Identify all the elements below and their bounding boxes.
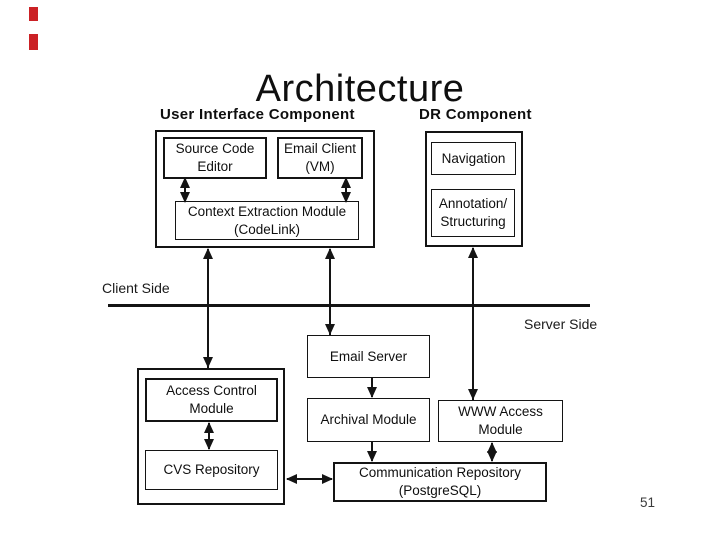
arrow-cvsgroup-commrepo-line <box>287 478 332 480</box>
arrow-www-commrepo-head-down <box>487 451 497 462</box>
www-access-module-label-2: Module <box>478 422 523 437</box>
access-control-label-2: Module <box>189 401 234 416</box>
www-access-module-box: WWW Access Module <box>438 400 563 442</box>
arrow-ui-emailserver-head-up <box>325 248 335 259</box>
arrow-archival-commrepo-head-down <box>367 451 377 462</box>
client-side-label: Client Side <box>102 280 170 296</box>
arrow-dr-wwwaccess-head-down <box>468 389 478 400</box>
annotation-structuring-label-2: Structuring <box>440 214 506 229</box>
context-extraction-box: Context Extraction Module (CodeLink) <box>175 201 359 240</box>
arrow-sourcecode-context-line <box>184 178 186 202</box>
source-code-editor-label-1: Source Code <box>175 141 255 157</box>
arrow-dr-wwwaccess-line <box>472 248 474 400</box>
dr-component-label: DR Component <box>419 106 532 123</box>
client-server-divider <box>108 304 590 307</box>
ui-component-label: User Interface Component <box>160 106 355 123</box>
source-code-editor-box: Source Code Editor <box>163 137 267 179</box>
arrow-ui-accesscontainer-head-down <box>203 357 213 368</box>
context-extraction-label-1: Context Extraction Module <box>187 203 347 219</box>
server-side-label: Server Side <box>524 316 598 332</box>
arrow-access-cvs-head-down <box>204 439 214 450</box>
email-server-label: Email Server <box>329 348 408 364</box>
arrow-emailclient-context-line <box>345 178 347 202</box>
context-extraction-label-2: (CodeLink) <box>233 221 301 237</box>
annotation-structuring-label-1: Annotation/ <box>438 196 508 212</box>
arrow-access-cvs-line <box>208 423 210 449</box>
red-marker-bar-top <box>29 7 38 21</box>
arrow-emailserver-archival-head-down <box>367 387 377 398</box>
arrow-cvsgroup-commrepo-head-right <box>322 474 333 484</box>
access-control-module-box: Access Control Module <box>145 378 278 422</box>
arrow-ui-emailserver-line <box>329 249 331 335</box>
www-access-module-label-1: WWW Access <box>458 404 543 420</box>
navigation-box: Navigation <box>431 142 516 175</box>
email-client-box: Email Client (VM) <box>277 137 363 179</box>
communication-repository-box: Communication Repository (PostgreSQL) <box>333 462 547 502</box>
page-number: 51 <box>640 495 656 510</box>
navigation-label: Navigation <box>441 150 506 166</box>
annotation-structuring-box: Annotation/ Structuring <box>431 189 515 237</box>
arrow-ui-accesscontainer-head-up <box>203 248 213 259</box>
arrow-emailclient-context-head-up <box>341 177 351 188</box>
archival-module-label: Archival Module <box>320 412 417 428</box>
access-control-label-1: Access Control <box>166 383 257 399</box>
email-server-box: Email Server <box>307 335 430 378</box>
arrow-access-cvs-head-up <box>204 422 214 433</box>
arrow-sourcecode-context-head-up <box>180 177 190 188</box>
communication-repository-label-1: Communication Repository <box>358 465 522 481</box>
archival-module-box: Archival Module <box>307 398 430 442</box>
email-client-label-2: (VM) <box>305 159 335 174</box>
source-code-editor-label-2: Editor <box>197 159 233 174</box>
cvs-repository-label: CVS Repository <box>163 462 260 478</box>
communication-repository-label-2: (PostgreSQL) <box>398 483 482 498</box>
arrow-dr-wwwaccess-head-up <box>468 247 478 258</box>
arrow-emailclient-context-head-down <box>341 192 351 203</box>
arrow-www-commrepo-head-up <box>487 442 497 453</box>
arrow-cvsgroup-commrepo-head-left <box>286 474 297 484</box>
slide-title: Architecture <box>255 68 465 110</box>
email-client-label-1: Email Client <box>283 141 357 157</box>
arrow-ui-emailserver-head-down <box>325 324 335 335</box>
red-marker-bar-bottom <box>29 34 38 50</box>
arrow-sourcecode-context-head-down <box>180 192 190 203</box>
arrow-ui-accesscontainer-line <box>207 249 209 368</box>
cvs-repository-box: CVS Repository <box>145 450 278 490</box>
